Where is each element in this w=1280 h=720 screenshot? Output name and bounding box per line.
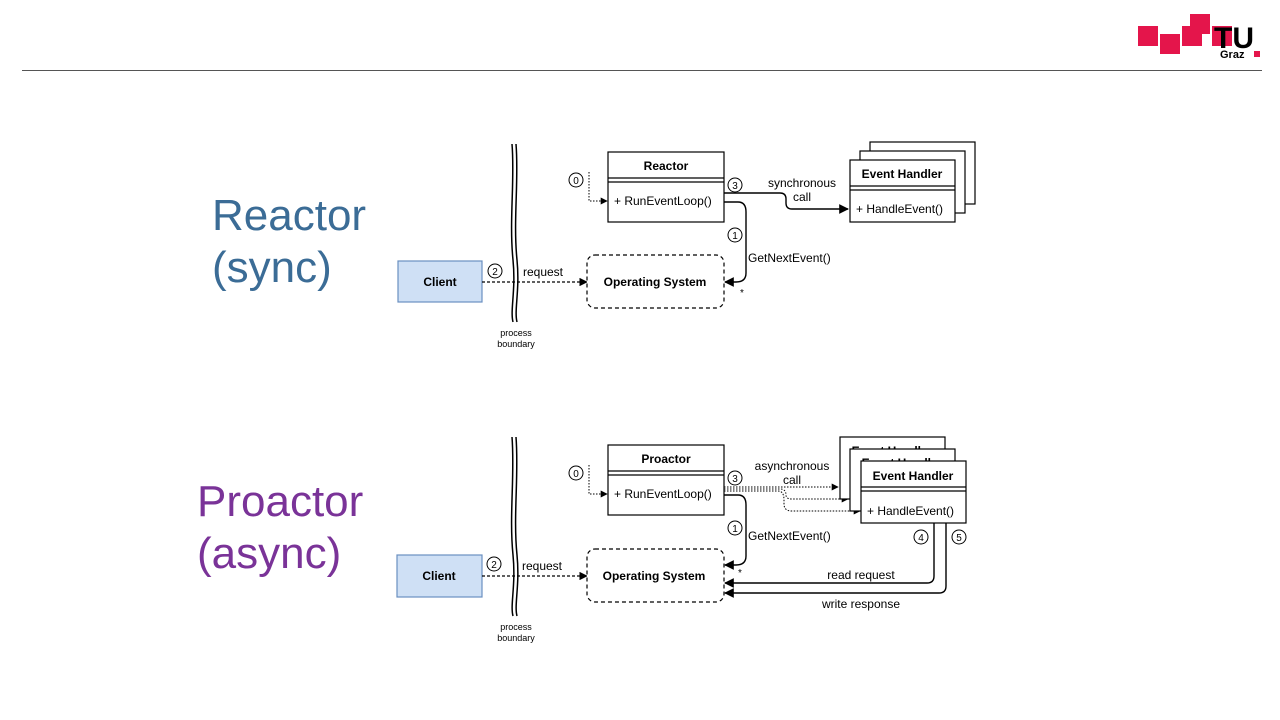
reactor-step-1: 1 [732,231,738,242]
proactor-title-line2: (async) [197,529,342,578]
reactor-step-3: 3 [732,181,738,192]
reactor-class-box [607,151,725,223]
proactor-os-label: Operating System [603,569,706,583]
reactor-title-line1: Reactor [212,191,367,240]
proactor-class-name: Proactor [641,452,691,466]
logo-subtext: Graz [1220,49,1245,61]
proactor-os-box [586,548,725,603]
proactor-boundary-label-2: boundary [497,633,535,643]
proactor-client-label: Client [422,569,455,583]
reactor-call-label-2: call [793,190,811,204]
proactor-diagram: process boundary Client 2 request Operat… [396,436,967,643]
proactor-handler-name: Event Handler [873,469,954,483]
reactor-os-label: Operating System [604,275,707,289]
reactor-handler-name: Event Handler [862,167,943,181]
proactor-step-3: 3 [732,474,738,485]
logo-text: TU [1214,22,1254,55]
proactor-handler-method: + HandleEvent() [867,504,954,518]
proactor-client-box [396,554,483,598]
reactor-title-line2: (sync) [212,243,332,292]
proactor-write-label: write response [821,597,900,611]
reactor-client-box [397,260,483,303]
proactor-step-0: 0 [573,469,579,480]
reactor-call-label-1: synchronous [768,176,836,190]
reactor-process-boundary [510,143,515,323]
proactor-step-2: 2 [491,560,497,571]
reactor-boundary-label-1: process [500,328,532,338]
reactor-request-label: request [523,265,564,279]
proactor-step-1: 1 [732,524,738,535]
proactor-step-4: 4 [918,533,924,544]
reactor-os-box [586,254,725,309]
reactor-client-label: Client [423,275,456,289]
proactor-request-label: request [522,559,563,573]
reactor-step-0: 0 [573,176,579,187]
proactor-class-box [607,444,725,516]
proactor-title-line1: Proactor [197,477,364,526]
proactor-boundary-label-1: process [500,622,532,632]
proactor-step-5: 5 [956,533,962,544]
header-divider [22,70,1262,71]
reactor-event-handler-box [849,159,956,223]
logo-mark-icon [1138,14,1232,54]
proactor-multiplicity: * [738,568,742,579]
reactor-next-event-label: GetNextEvent() [748,251,831,265]
proactor-process-boundary [510,436,515,617]
reactor-boundary-label-2: boundary [497,339,535,349]
reactor-class-method: + RunEventLoop() [614,194,712,208]
reactor-diagram: process boundary Client 2 request Operat… [397,141,976,349]
reactor-multiplicity: * [740,288,744,299]
proactor-call-label-2: call [783,473,801,487]
tu-graz-logo: TU Graz [1138,14,1260,61]
proactor-title: Proactor (async) [197,476,363,580]
reactor-step-2: 2 [492,267,498,278]
proactor-next-event-label: GetNextEvent() [748,529,831,543]
reactor-title: Reactor (sync) [212,190,366,294]
reactor-class-name: Reactor [644,159,689,173]
proactor-event-handler-box [860,460,967,524]
reactor-handler-method: + HandleEvent() [856,202,943,216]
proactor-read-label: read request [827,568,895,582]
proactor-call-label-1: asynchronous [755,459,830,473]
proactor-class-method: + RunEventLoop() [614,487,712,501]
